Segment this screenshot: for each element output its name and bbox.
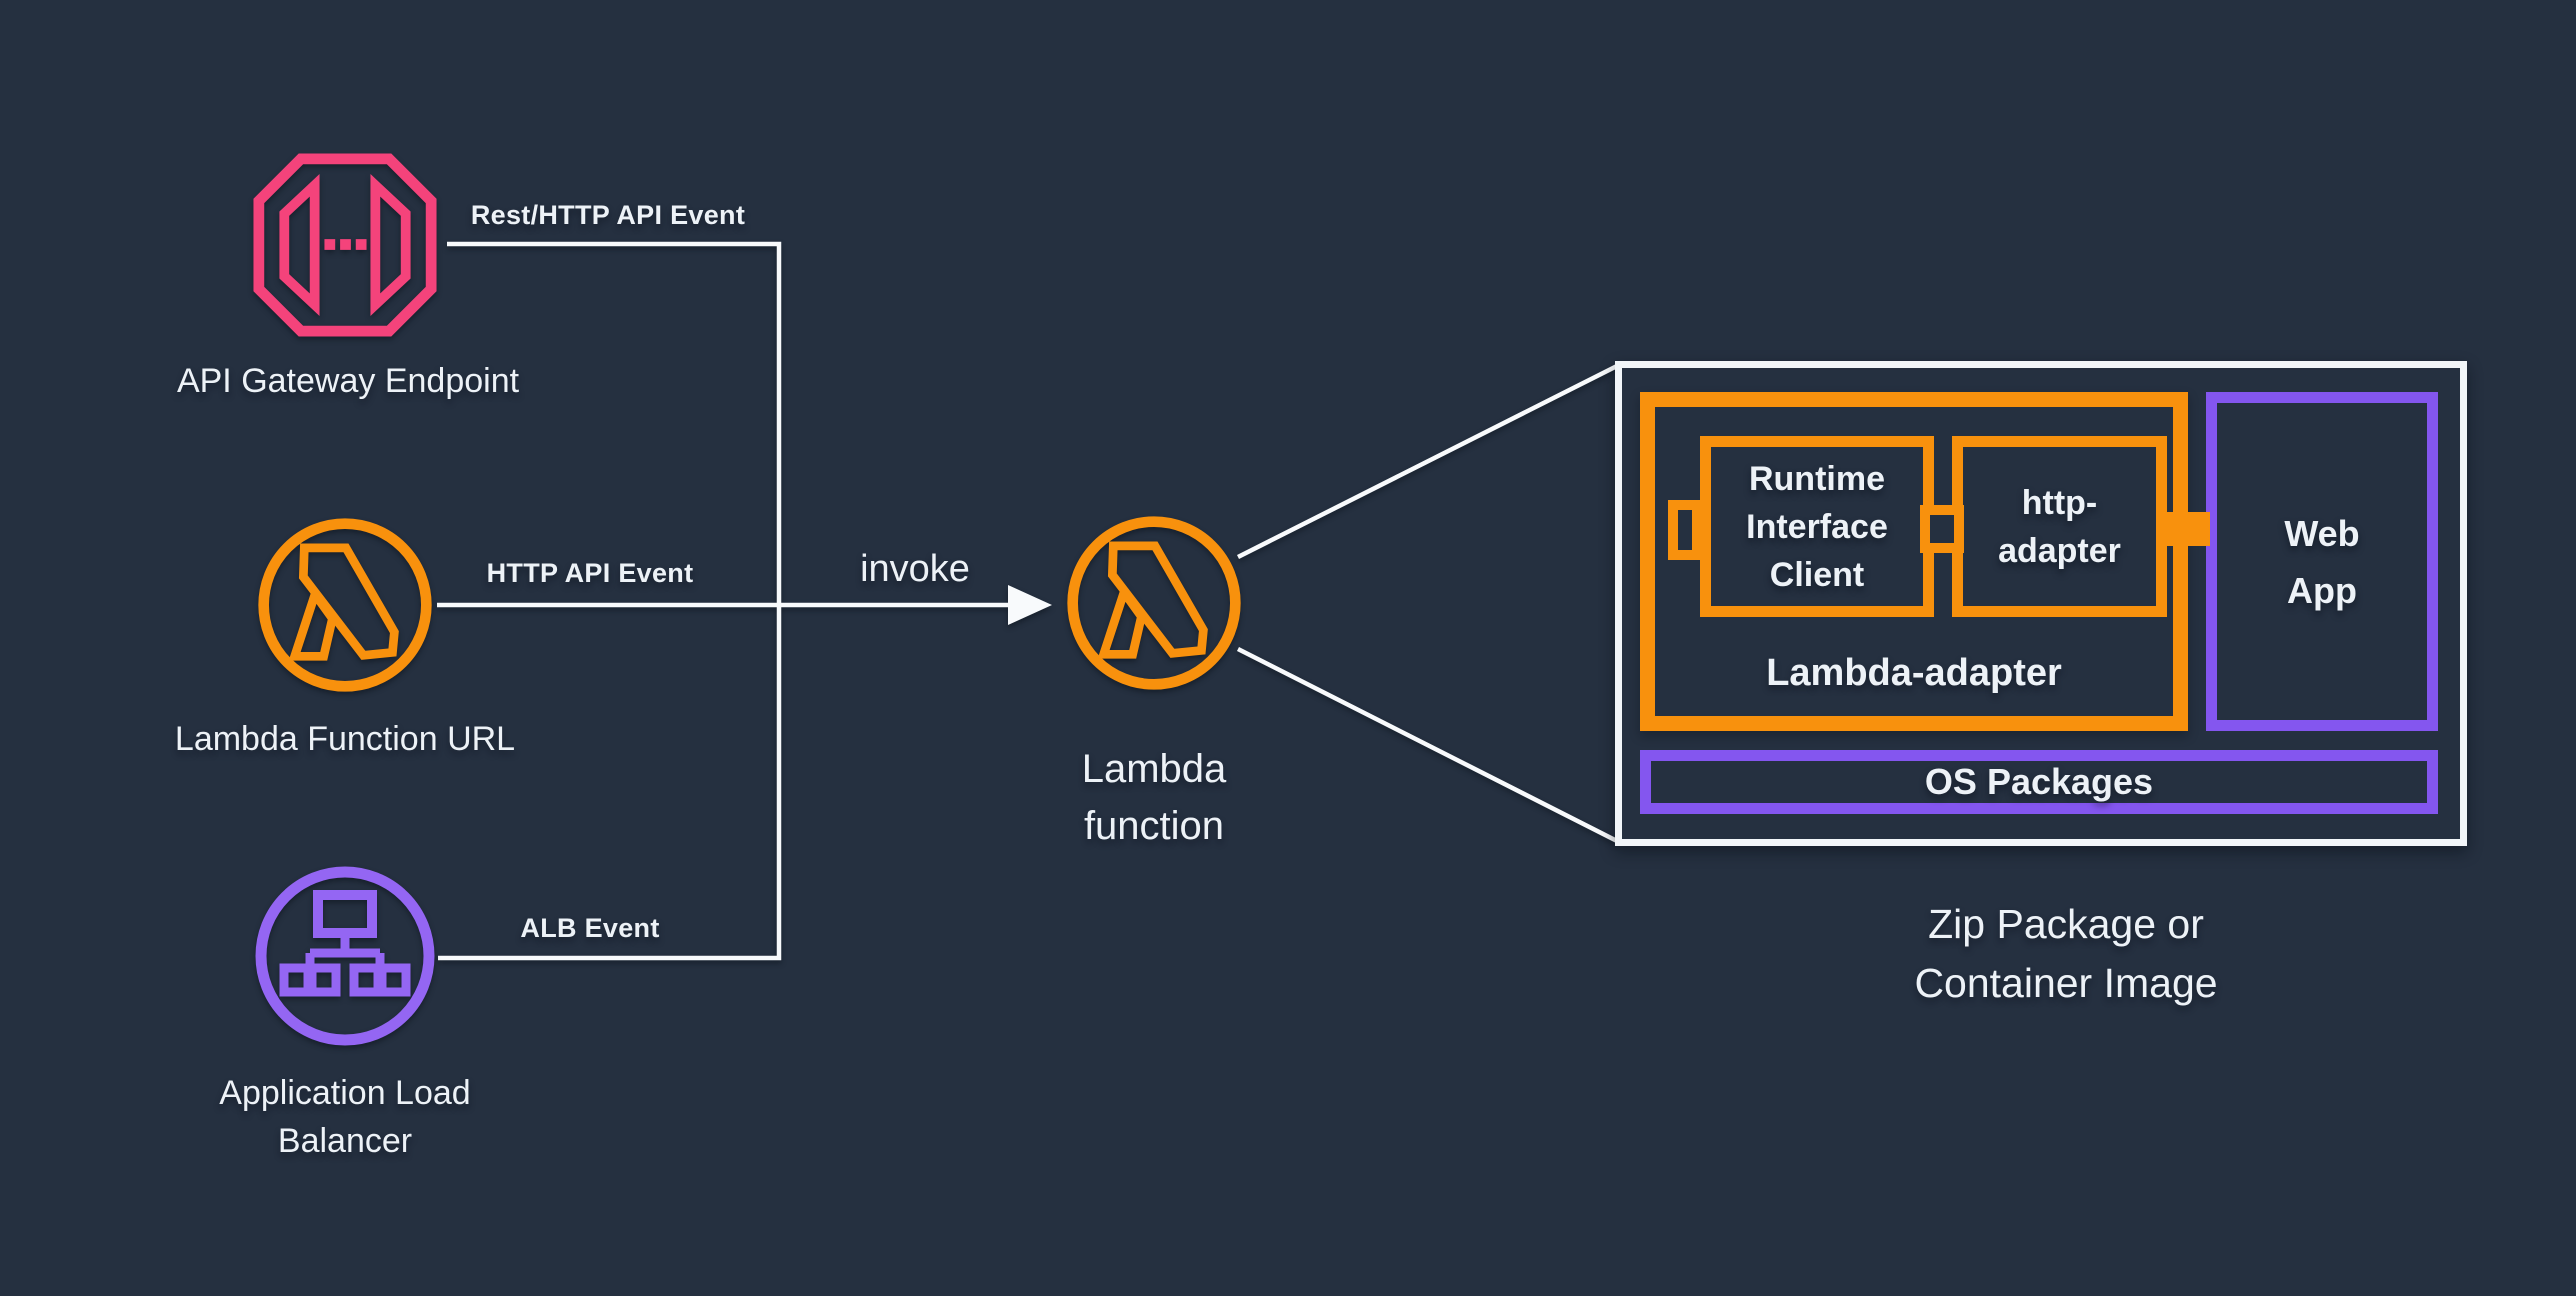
lambda-function-label: Lambda function [1081, 747, 1227, 848]
lambda-function-url-label: Lambda Function URL [174, 720, 516, 758]
ric-http-connector [1920, 505, 1964, 553]
api-gateway-label: API Gateway Endpoint [176, 362, 520, 400]
package-outer-box [1615, 361, 2467, 846]
invoke-arrowhead [1008, 585, 1052, 625]
fanout-line-bottom [1236, 646, 1619, 844]
ric-left-port [1668, 500, 1702, 560]
os-packages-label: OS Packages [1924, 761, 2154, 802]
http-webapp-connector [2158, 512, 2210, 546]
alb-event-label: ALB Event [520, 913, 660, 943]
package-caption: Zip Package or Container Image [1914, 901, 2218, 1006]
lambda-function-url-icon [258, 518, 432, 692]
lambda-adapter-box [1640, 392, 2188, 731]
os-packages-bar [1640, 750, 2438, 814]
lambda-adapter-label: Lambda-adapter [1766, 652, 2062, 694]
http-api-event-label: HTTP API Event [486, 558, 694, 588]
event-trunk-line [438, 241, 782, 961]
rest-http-api-event-label: Rest/HTTP API Event [470, 200, 746, 230]
lambda-function-icon [1067, 516, 1241, 690]
fanout-line-top [1236, 363, 1619, 560]
web-app-box [2206, 392, 2438, 731]
web-app-label: Web App [2284, 512, 2360, 611]
invoke-label: invoke [860, 548, 970, 590]
application-load-balancer-label: Application Load Balancer [219, 1074, 471, 1160]
runtime-interface-client-label: Runtime Interface Client [1746, 459, 1888, 594]
http-adapter-label: http- adapter [1998, 483, 2121, 570]
application-load-balancer-icon [255, 866, 435, 1046]
api-gateway-icon [253, 153, 437, 337]
